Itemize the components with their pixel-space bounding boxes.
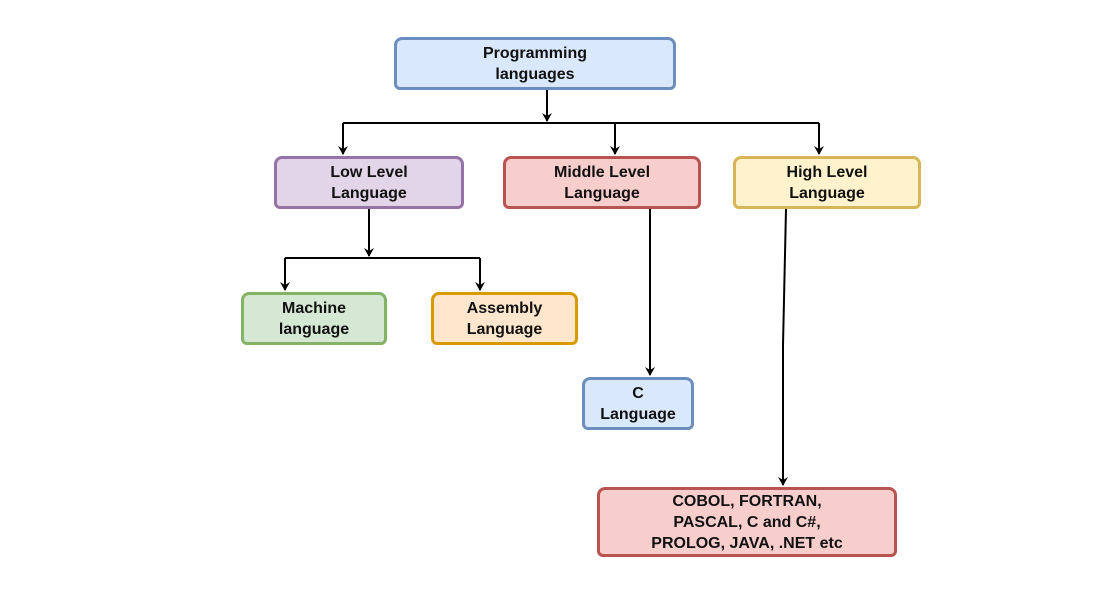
node-assembly-language-line-1: Assembly (466, 299, 543, 317)
node-high-level-examples-line-3: PROLOG, JAVA, .NET etc (651, 534, 843, 552)
node-assembly-language-label: Assembly Language (467, 298, 543, 340)
node-middle-level-language-line-1: Middle Level (553, 163, 651, 181)
node-high-level-examples: COBOL, FORTRAN, PASCAL, C and C#, PROLOG… (597, 487, 897, 557)
edge-high-to-hll (778, 208, 788, 486)
node-middle-level-language: Middle Level Language (503, 156, 701, 209)
node-machine-language-line-1: Machine (281, 299, 346, 317)
node-high-level-language: High Level Language (733, 156, 921, 209)
node-high-level-examples-line-2: PASCAL, C and C#, (673, 513, 821, 531)
node-high-level-examples-label: COBOL, FORTRAN, PASCAL, C and C#, PROLOG… (651, 491, 842, 554)
node-c-language-line-1: C (632, 384, 644, 402)
node-machine-language-line-2: language (278, 320, 350, 338)
edge-low-to-children (280, 209, 485, 291)
node-high-level-language-line-2: Language (789, 184, 865, 202)
node-assembly-language: Assembly Language (431, 292, 578, 345)
node-c-language-label: C Language (600, 383, 676, 425)
node-low-level-language: Low Level Language (274, 156, 464, 209)
node-c-language: C Language (582, 377, 694, 430)
node-low-level-language-line-2: Language (331, 184, 407, 202)
node-machine-language: Machine language (241, 292, 387, 345)
node-low-level-language-label: Low Level Language (330, 162, 407, 204)
edge-root-to-level1 (338, 90, 824, 155)
node-assembly-language-line-2: Language (466, 320, 543, 338)
node-programming-languages-line-2: languages (495, 65, 575, 83)
node-high-level-examples-line-1: COBOL, FORTRAN, (672, 492, 822, 510)
node-high-level-language-line-1: High Level (786, 163, 868, 181)
node-low-level-language-line-1: Low Level (330, 163, 408, 181)
node-machine-language-label: Machine language (279, 298, 349, 340)
node-programming-languages: Programming languages (394, 37, 676, 90)
node-middle-level-language-line-2: Language (564, 184, 640, 202)
node-programming-languages-label: Programming languages (483, 43, 587, 85)
node-programming-languages-line-1: Programming (482, 44, 587, 62)
node-high-level-language-label: High Level Language (787, 162, 868, 204)
node-c-language-line-2: Language (600, 405, 676, 423)
node-middle-level-language-label: Middle Level Language (554, 162, 650, 204)
